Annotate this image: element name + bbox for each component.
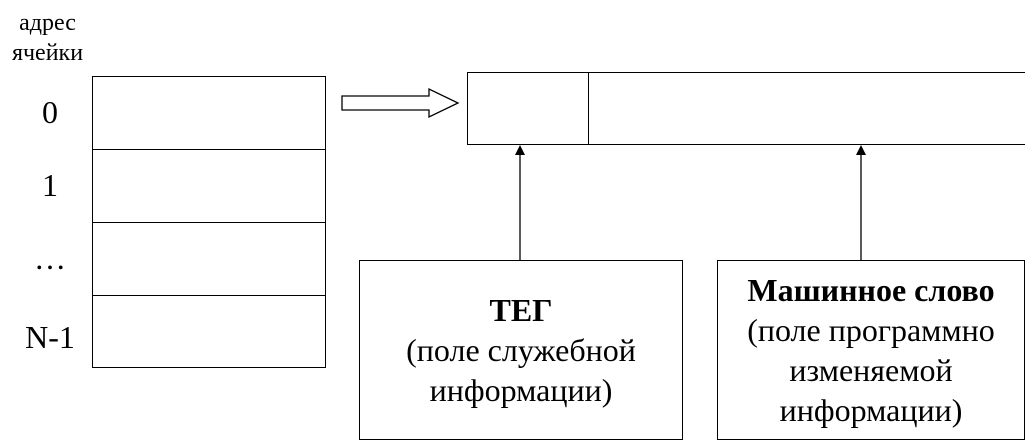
address-label-n-minus-1: N-1	[25, 319, 75, 355]
tag-description-line1: (поле служебной	[406, 332, 636, 368]
machine-word-title: Машинное слово	[747, 272, 995, 308]
word-pointer-arrowhead	[856, 145, 866, 155]
machine-word-description-line3: информации)	[779, 392, 963, 428]
tag-pointer-arrowhead	[515, 145, 525, 155]
memory-word-tag-field	[468, 73, 589, 144]
memory-cell-n-minus-1	[93, 296, 325, 369]
machine-word-description-line2: изменяемой	[789, 352, 953, 388]
memory-word-expanded	[467, 72, 1025, 145]
memory-cell-0	[93, 77, 325, 150]
tag-description-line2: информации)	[429, 372, 613, 408]
tag-label-box: ТЕГ (поле служебной информации)	[359, 260, 683, 440]
machine-word-description-line1: (поле программно	[747, 312, 995, 348]
address-column-header: адрес ячейки	[0, 8, 95, 68]
memory-cell-ellipsis	[93, 223, 325, 296]
address-header-line1: адрес	[19, 10, 76, 36]
address-label-ellipsis: …	[34, 240, 66, 276]
machine-word-label-box: Машинное слово (поле программно изменяем…	[717, 260, 1025, 440]
memory-cell-column	[92, 76, 326, 368]
tag-title: ТЕГ	[489, 292, 553, 328]
memory-cell-1	[93, 150, 325, 223]
address-header-line2: ячейки	[11, 40, 84, 66]
address-label-0: 0	[42, 94, 58, 130]
address-label-1: 1	[42, 167, 58, 203]
hollow-right-arrow	[341, 87, 460, 119]
memory-word-data-field	[589, 73, 1025, 144]
